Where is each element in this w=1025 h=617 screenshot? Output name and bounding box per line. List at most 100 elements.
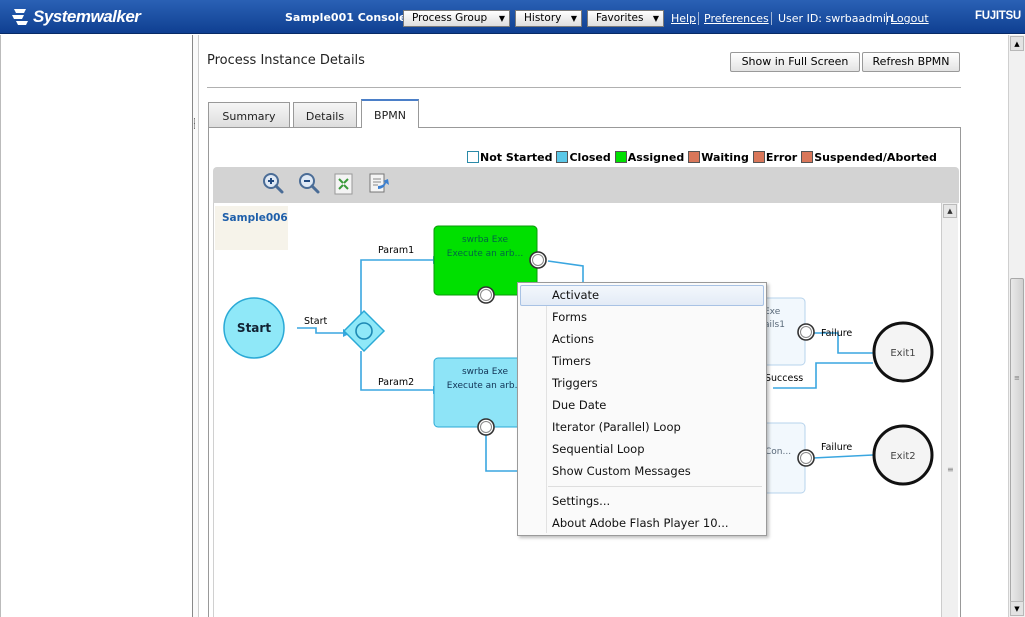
- end-event-exit1[interactable]: [872, 321, 934, 383]
- chevron-down-icon: ▼: [498, 14, 505, 23]
- separator: [886, 12, 887, 25]
- menu-item-timers[interactable]: Timers: [552, 354, 591, 368]
- task2-name: swrba Exe: [462, 367, 509, 377]
- left-pane: [0, 35, 193, 617]
- systemwalker-logo-icon: [12, 9, 28, 25]
- task1-boundary-event-inner: [532, 254, 544, 266]
- legend-label: Not Started: [480, 150, 553, 164]
- logout-link[interactable]: Logout: [891, 12, 929, 25]
- legend-label: Suspended/Aborted: [814, 150, 937, 164]
- end-event-exit2[interactable]: [872, 424, 934, 486]
- console-title: Sample001 Console: [285, 11, 407, 24]
- page-scrollbar[interactable]: ▲ ≡ ▼: [1008, 35, 1025, 617]
- legend-swatch: [614, 151, 627, 163]
- chevron-down-icon: ▼: [570, 14, 577, 23]
- menu-item-forms[interactable]: Forms: [552, 310, 587, 324]
- history-menu[interactable]: History ▼: [515, 10, 582, 27]
- legend-swatch: [688, 151, 701, 163]
- legend-label: Assigned: [627, 150, 685, 164]
- menu-item-activate[interactable]: Activate: [520, 285, 764, 306]
- tab-bpmn[interactable]: BPMN: [361, 99, 419, 129]
- divider: [208, 127, 961, 128]
- edge-label-failure2: Failure: [821, 442, 852, 453]
- history-label: History: [524, 12, 562, 24]
- menu-gutter: [546, 285, 547, 533]
- menu-item-sequential-loop[interactable]: Sequential Loop: [552, 442, 645, 456]
- top-bar: Systemwalker Sample001 Console Process G…: [0, 0, 1025, 34]
- task1-name: swrba Exe: [462, 235, 509, 245]
- show-full-screen-button[interactable]: Show in Full Screen: [730, 52, 860, 72]
- parallel-gateway[interactable]: [342, 309, 386, 353]
- canvas-scrollbar[interactable]: ▲ ≡: [941, 203, 958, 617]
- end-event-exit1-label: Exit1: [890, 348, 915, 359]
- menu-item-settings[interactable]: Settings...: [552, 494, 611, 508]
- task3-description: ails1: [764, 320, 785, 330]
- scroll-down-button[interactable]: ▼: [1010, 601, 1024, 616]
- legend-swatch: [801, 151, 814, 163]
- task1-description: Execute an arb...: [447, 249, 523, 259]
- menu-separator: [548, 486, 762, 487]
- menu-item-due-date[interactable]: Due Date: [552, 398, 607, 412]
- task4-name: Con...: [765, 447, 791, 457]
- favorites-label: Favorites: [596, 12, 644, 24]
- separator: [771, 12, 772, 25]
- chevron-down-icon: ▼: [652, 14, 659, 23]
- legend-label: Error: [765, 150, 798, 164]
- menu-item-actions[interactable]: Actions: [552, 332, 595, 346]
- scroll-up-button[interactable]: ▲: [1010, 36, 1024, 51]
- tab-details[interactable]: Details: [293, 102, 357, 128]
- task2-description: Execute an arb...: [447, 381, 523, 391]
- process-group-menu[interactable]: Process Group ▼: [403, 10, 510, 27]
- legend-swatch: [752, 151, 765, 163]
- user-id: User ID: swrbaadmin: [778, 12, 893, 25]
- refresh-bpmn-button[interactable]: Refresh BPMN: [862, 52, 960, 72]
- pool-label-box: [215, 206, 288, 250]
- tab-summary[interactable]: Summary: [208, 102, 290, 128]
- process-group-label: Process Group: [412, 12, 488, 24]
- task1-boundary-event-bottom-inner: [480, 289, 492, 301]
- favorites-menu[interactable]: Favorites ▼: [587, 10, 664, 27]
- help-link[interactable]: Help: [671, 12, 697, 25]
- scroll-thumb[interactable]: ≡: [1010, 278, 1024, 616]
- task3-boundary-event-inner: [800, 326, 812, 338]
- task2-boundary-event-inner: [480, 421, 492, 433]
- zoom-in-icon[interactable]: [260, 171, 286, 197]
- divider: [207, 87, 961, 88]
- pane-splitter[interactable]: ⁞⁞: [193, 35, 199, 617]
- systemwalker-logo: Systemwalker: [10, 7, 141, 27]
- zoom-out-icon[interactable]: [296, 171, 322, 197]
- menu-item-triggers[interactable]: Triggers: [552, 376, 598, 390]
- page-title: Process Instance Details: [207, 53, 365, 68]
- edge-label-failure1: Failure: [821, 328, 852, 339]
- gateway-marker-icon: [355, 322, 373, 340]
- edge-label-param1: Param1: [378, 245, 414, 256]
- task4-boundary-event-inner: [800, 452, 812, 464]
- task3-name: Exe: [764, 307, 781, 317]
- menu-item-custom-messages[interactable]: Show Custom Messages: [552, 464, 691, 478]
- start-event-label: Start: [237, 321, 271, 335]
- diagram-toolbar: [213, 167, 959, 203]
- legend-label: Waiting: [701, 150, 749, 164]
- scroll-grip-icon: ≡: [947, 465, 954, 474]
- start-event[interactable]: [223, 297, 285, 359]
- end-event-exit2-label: Exit2: [890, 451, 915, 462]
- sequence-flows: [297, 259, 874, 472]
- fit-to-page-icon[interactable]: [331, 171, 357, 197]
- edge-label-param2: Param2: [378, 377, 414, 388]
- legend-swatch: [467, 151, 479, 163]
- scroll-up-button[interactable]: ▲: [943, 204, 957, 218]
- status-legend: Not Started Closed Assigned Waiting Error Sus…: [467, 150, 941, 164]
- edge-label-start: Start: [304, 316, 327, 327]
- splitter-grip-icon: ⁞⁞: [193, 117, 196, 132]
- scroll-grip-icon: ≡: [1014, 374, 1020, 382]
- context-menu: Activate Forms Actions Timers Triggers D…: [517, 282, 767, 536]
- menu-item-about-flash[interactable]: About Adobe Flash Player 10...: [552, 516, 729, 530]
- brand-name: Systemwalker: [33, 7, 141, 26]
- edge-label-success: Success: [765, 373, 803, 384]
- legend-label: Closed: [569, 150, 611, 164]
- menu-item-iterator-loop[interactable]: Iterator (Parallel) Loop: [552, 420, 681, 434]
- preferences-link[interactable]: Preferences: [704, 12, 769, 25]
- separator: [698, 12, 699, 25]
- pool-label: Sample006: [222, 212, 288, 224]
- export-icon[interactable]: [366, 171, 392, 197]
